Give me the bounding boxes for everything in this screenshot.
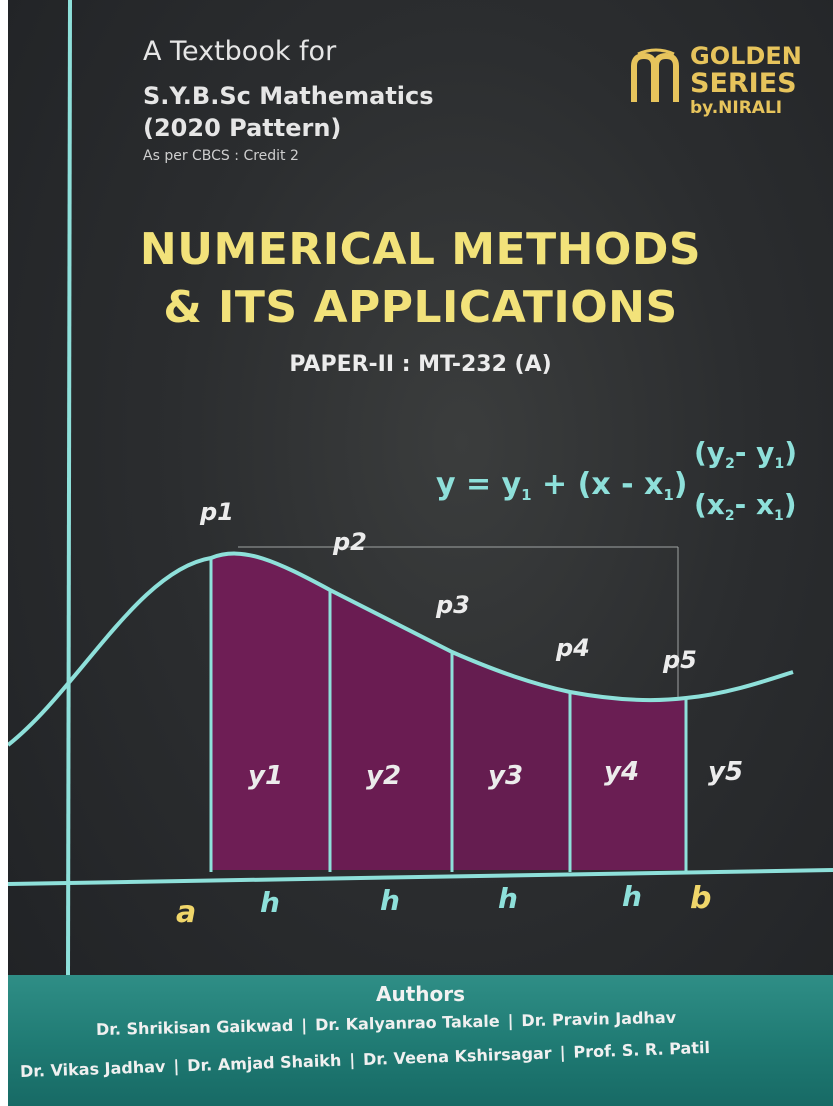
strip-3: [452, 652, 570, 870]
author-separator: |: [173, 1056, 180, 1076]
formula-num-mid: - y: [735, 436, 775, 469]
interval-label-h1: h: [260, 886, 280, 919]
axis-label-a: a: [176, 895, 196, 930]
formula-lhs: y = y: [436, 467, 522, 502]
golden-series-logo-icon: [631, 48, 679, 102]
formula-close: ): [674, 467, 688, 502]
svg-text:y = y1 + (x - x1): y = y1 + (x - x1): [436, 467, 688, 504]
authors-band: [8, 975, 833, 1106]
logo-line-by: by.NIRALI: [690, 98, 783, 118]
ordinate-label-y2: y2: [366, 761, 401, 791]
book-cover: A Textbook for S.Y.B.Sc Mathematics (202…: [8, 0, 833, 1106]
point-label-p4: p4: [555, 634, 590, 662]
interval-label-h4: h: [622, 880, 642, 913]
y-axis: [66, 0, 72, 975]
trapezoidal-rule-diagram: p1 p2 p3 p4 p5 y1 y2 y3 y4 y5 a h h h h …: [8, 0, 833, 975]
course-label: S.Y.B.Sc Mathematics: [143, 82, 434, 110]
formula-den-close: ): [784, 488, 797, 521]
textbook-for-label: A Textbook for: [143, 36, 337, 67]
logo-line-golden: GOLDEN: [690, 42, 802, 70]
paper-code: PAPER-II : MT-232 (A): [289, 352, 552, 377]
point-label-p1: p1: [199, 498, 234, 526]
point-label-p2: p2: [332, 528, 367, 556]
author-separator: |: [559, 1042, 566, 1063]
formula-num-sub2: 2: [725, 456, 735, 472]
ordinate-label-y3: y3: [488, 761, 523, 791]
strip-2: [330, 590, 452, 870]
interpolation-formula: y = y1 + (x - x1) (y2- y1) (x2- x1): [436, 436, 797, 524]
cbcs-label: As per CBCS : Credit 2: [143, 148, 299, 164]
interval-label-h2: h: [380, 884, 400, 917]
formula-den-mid: - x: [735, 488, 774, 521]
point-label-p5: p5: [662, 646, 697, 674]
function-curve: [8, 551, 794, 747]
publisher-logo: GOLDEN SERIES by.NIRALI: [628, 40, 828, 120]
axis-label-b: b: [690, 881, 711, 916]
author-separator: |: [507, 1011, 514, 1031]
ordinate-label-y4: y4: [604, 757, 639, 787]
book-title-line-2: & ITS APPLICATIONS: [163, 282, 678, 333]
ordinate-label-y1: y1: [248, 761, 283, 791]
x-axis: [8, 868, 833, 886]
svg-text:(x2- x1): (x2- x1): [694, 488, 797, 524]
logo-line-series: SERIES: [690, 68, 797, 99]
formula-num-open: (y: [694, 436, 725, 469]
author-separator: |: [348, 1050, 356, 1070]
formula-den-sub1: 1: [774, 508, 784, 524]
formula-lhs-sub: 1: [521, 486, 531, 504]
formula-num-sub1: 1: [774, 456, 784, 472]
formula-plus-sub: 1: [663, 486, 673, 504]
formula-num-close: ): [784, 436, 797, 469]
formula-den-sub2: 2: [725, 508, 735, 524]
author-name: Dr. Kalyanrao Takale: [314, 1011, 500, 1035]
authors-heading: Authors: [375, 982, 466, 1006]
svg-text:(y2- y1): (y2- y1): [694, 436, 797, 472]
strip-1: [211, 553, 330, 870]
formula-den-open: (x: [694, 488, 725, 521]
author-name: Dr. Pravin Jadhav: [521, 1007, 677, 1031]
formula-plus: + (x - x: [532, 467, 664, 502]
pattern-label: (2020 Pattern): [143, 114, 342, 142]
book-title-line-1: NUMERICAL METHODS: [139, 224, 702, 275]
author-separator: |: [301, 1015, 308, 1035]
ordinate-label-y5: y5: [708, 757, 743, 787]
strip-4: [570, 692, 686, 870]
point-label-p3: p3: [435, 591, 470, 619]
interval-label-h3: h: [498, 882, 518, 915]
